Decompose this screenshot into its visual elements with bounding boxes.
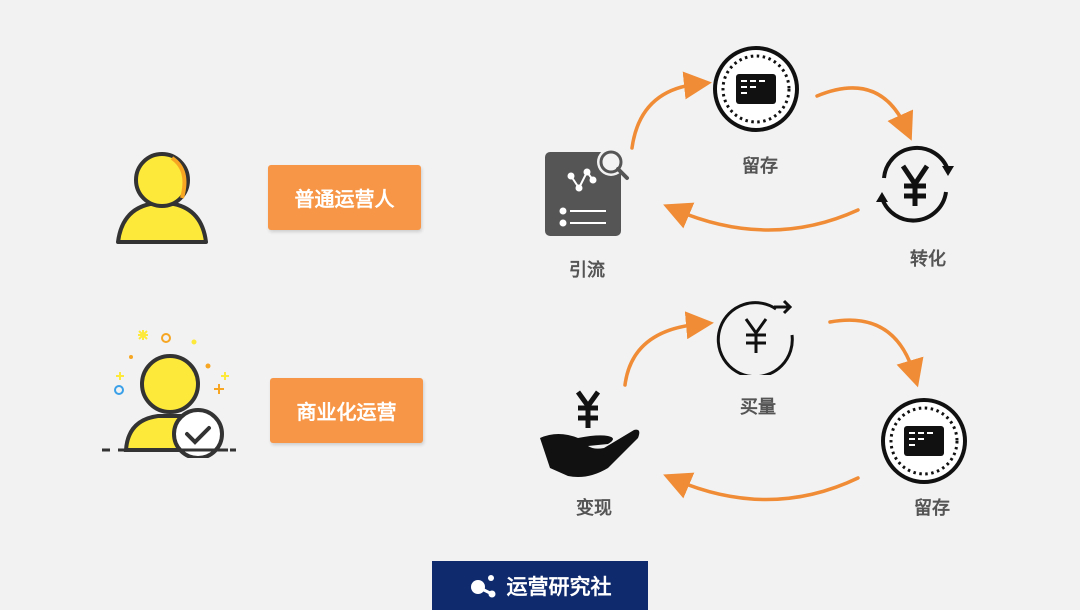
brand-logo-icon: [470, 574, 495, 597]
retention-icon: [713, 46, 799, 132]
label-traffic: 引流: [569, 260, 605, 281]
label-conversion: 转化: [910, 249, 946, 270]
label-retention-top: 留存: [742, 156, 778, 177]
brand-name: 运营研究社: [506, 574, 612, 599]
money-hand-icon: [540, 390, 640, 477]
label-buy-traffic: 买量: [740, 397, 776, 418]
user-icon: [116, 152, 208, 244]
arrow-conversion-to-traffic: [663, 202, 860, 232]
arrow-monetize-to-buy: [623, 311, 714, 387]
arrow-retention-to-conversion: [815, 86, 914, 141]
currency-transfer-icon: [716, 299, 794, 375]
brand-banner: 运营研究社: [432, 561, 648, 610]
arrow-traffic-to-retention: [630, 71, 712, 150]
role-ordinary-operator: 普通运营人: [268, 165, 421, 230]
arrow-retention-to-monetize: [663, 472, 860, 502]
retention-icon: [881, 398, 967, 484]
label-monetize: 变现: [576, 498, 612, 519]
arrow-buy-to-retention: [828, 318, 924, 388]
analytics-search-icon: [545, 148, 629, 236]
role-commercial-operator: 商业化运营: [270, 378, 423, 443]
verified-user-icon: [102, 330, 236, 458]
currency-exchange-icon: [876, 145, 954, 223]
label-retention-bottom: 留存: [914, 498, 950, 519]
